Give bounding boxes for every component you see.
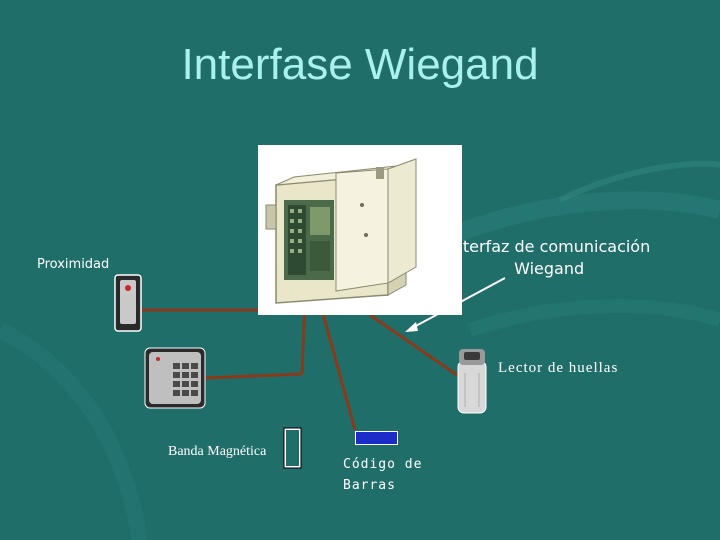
wire-fingerprint (369, 313, 458, 377)
label-barcode-line1: Código de (343, 457, 423, 472)
magnetic-stripe-reader-icon (283, 427, 302, 469)
label-proximity: Proximidad (37, 257, 110, 272)
label-barcode: Código de Barras (343, 454, 422, 496)
fingerprint-reader-icon (457, 349, 487, 414)
barcode-reader-icon (355, 431, 398, 445)
proximity-reader-icon (114, 274, 142, 332)
arrow-head (405, 322, 418, 332)
label-interface: Interfaz de comunicación Wiegand (448, 236, 650, 280)
wire-keypad (204, 372, 303, 380)
label-interface-line2: Wiegand (514, 259, 585, 278)
label-magnetic-stripe: Banda Magnética (168, 444, 267, 459)
slide-title: Interfase Wiegand (181, 40, 539, 89)
label-barcode-line2: Barras (343, 478, 396, 493)
wiegand-controller-panel-icon (265, 158, 417, 304)
label-interface-line1: Interfaz de comunicación (448, 237, 651, 256)
wiegand-controller-panel (258, 145, 462, 315)
label-fingerprint: Lector de huellas (498, 360, 619, 376)
keypad-reader-icon (144, 347, 206, 409)
wire-barcode (320, 309, 357, 431)
